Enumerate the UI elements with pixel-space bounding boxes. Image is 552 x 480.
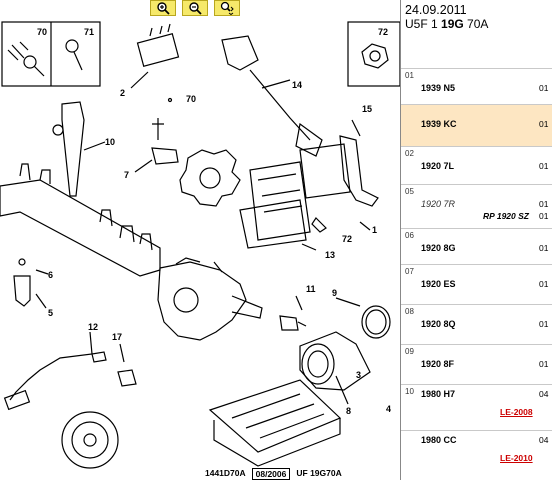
callout-17[interactable]: 17 — [112, 332, 123, 342]
callout-72[interactable]: 72 — [378, 27, 389, 37]
part-code[interactable]: 1920 8G — [421, 243, 456, 253]
exploded-view-drawing — [0, 21, 400, 469]
callout-2[interactable]: 2 — [120, 88, 126, 98]
callout-71[interactable]: 71 — [84, 27, 95, 37]
callout-72[interactable]: 72 — [342, 234, 353, 244]
catalog-date: 24.09.2011 — [405, 3, 467, 17]
callout-7[interactable]: 7 — [124, 170, 130, 180]
part-qty: 01 — [539, 211, 549, 221]
zoom-in-icon — [157, 2, 170, 15]
row-index: 02 — [405, 149, 414, 158]
zoom-out-icon — [189, 2, 202, 15]
zoom-out-button[interactable] — [182, 0, 208, 16]
callout-6[interactable]: 6 — [48, 270, 54, 280]
part-row[interactable]: 09 1920 8F 01 — [401, 344, 552, 384]
callout-12[interactable]: 12 — [88, 322, 99, 332]
callout-9[interactable]: 9 — [332, 288, 338, 298]
part-qty: 04 — [539, 435, 549, 445]
part-code[interactable]: 1939 KC — [421, 119, 457, 129]
callout-15[interactable]: 15 — [362, 104, 373, 114]
part-row[interactable]: 1939 KC 01 — [401, 104, 552, 146]
part-qty: 01 — [539, 199, 549, 209]
part-row[interactable]: 01 1939 N5 01 — [401, 68, 552, 104]
callout-3[interactable]: 3 — [356, 370, 362, 380]
limit-link[interactable]: LE-2008 — [500, 407, 533, 417]
zoom-fit-button[interactable] — [214, 0, 240, 16]
row-index: 05 — [405, 187, 414, 196]
part-code[interactable]: 1920 8Q — [421, 319, 456, 329]
model-suffix: 70A — [463, 17, 489, 31]
part-row[interactable]: 05 1920 7R 01 RP 1920 SZ 01 — [401, 184, 552, 228]
part-code[interactable]: 1920 7L — [421, 161, 455, 171]
part-qty: 01 — [539, 279, 549, 289]
row-index: 08 — [405, 307, 414, 316]
part-code[interactable]: 1920 8F — [421, 359, 455, 369]
parts-diagram[interactable]: 70 71 2 14 72 70 10 7 15 13 72 1 6 5 11 9 12 17 3 8 4 1441D7… — [0, 0, 400, 480]
diagram-code: UF 19G70A — [296, 468, 342, 478]
part-code[interactable]: 1980 H7 — [421, 389, 456, 399]
part-qty: 01 — [539, 319, 549, 329]
diagram-footer: 1441D70A 08/2006 UF 19G70A — [205, 468, 342, 480]
part-row[interactable]: 08 1920 8Q 01 — [401, 304, 552, 344]
row-index: 07 — [405, 267, 414, 276]
part-qty: 01 — [539, 83, 549, 93]
callout-14[interactable]: 14 — [292, 80, 303, 90]
callout-4[interactable]: 4 — [386, 404, 392, 414]
zoom-toolbar — [150, 0, 240, 16]
zoom-fit-icon — [220, 1, 234, 15]
part-row[interactable]: 06 1920 8G 01 — [401, 228, 552, 264]
callout-11[interactable]: 11 — [306, 284, 316, 294]
row-index: 06 — [405, 231, 414, 240]
callout-70[interactable]: 70 — [37, 27, 48, 37]
model-code: U5F 1 19G 70A — [405, 17, 549, 31]
row-index: 01 — [405, 71, 414, 80]
part-qty: 01 — [539, 119, 549, 129]
part-row[interactable]: 07 1920 ES 01 — [401, 264, 552, 304]
callout-70[interactable]: 70 — [186, 94, 197, 104]
callout-8[interactable]: 8 — [346, 406, 352, 416]
part-code[interactable]: 1920 ES — [421, 279, 456, 289]
panel-header: 24.09.2011 U5F 1 19G 70A — [401, 0, 552, 68]
part-code[interactable]: 1980 CC — [421, 435, 457, 445]
part-code[interactable]: 1920 7R — [421, 199, 456, 209]
model-bold: 19G — [441, 17, 464, 31]
row-index: 09 — [405, 347, 414, 356]
replacement-ref[interactable]: RP 1920 SZ — [483, 211, 529, 221]
diagram-date: 08/2006 — [251, 468, 291, 480]
part-code[interactable]: 1939 N5 — [421, 83, 456, 93]
row-index: 10 — [405, 387, 414, 396]
callout-10[interactable]: 10 — [105, 137, 116, 147]
zoom-in-button[interactable] — [150, 0, 176, 16]
model-prefix: U5F 1 — [405, 17, 442, 31]
part-qty: 01 — [539, 161, 549, 171]
diagram-ref: 1441D70A — [205, 468, 246, 478]
callout-1[interactable]: 1 — [372, 225, 378, 235]
limit-link[interactable]: LE-2010 — [500, 453, 533, 463]
part-qty: 01 — [539, 243, 549, 253]
part-qty: 04 — [539, 389, 549, 399]
callout-13[interactable]: 13 — [325, 250, 336, 260]
part-qty: 01 — [539, 359, 549, 369]
callout-5[interactable]: 5 — [48, 308, 54, 318]
part-row[interactable]: 02 1920 7L 01 — [401, 146, 552, 184]
